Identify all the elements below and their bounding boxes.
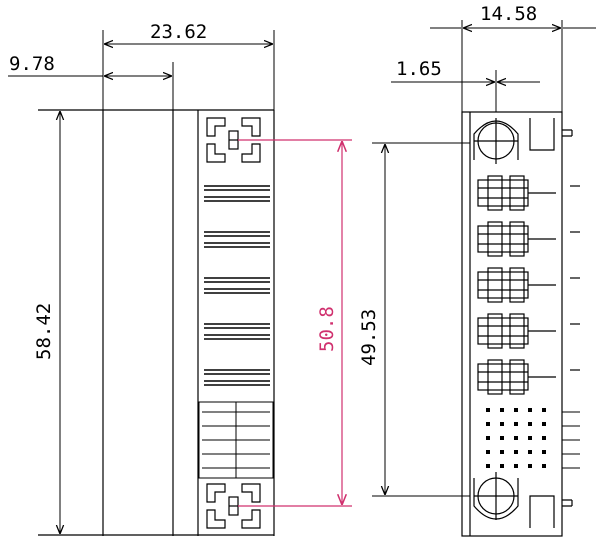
side-pitch-dimension <box>372 142 470 497</box>
front-view <box>38 109 275 536</box>
bottom-mounting-hole <box>206 483 261 529</box>
hole-pitch-dimension <box>238 139 352 507</box>
front-dimensions <box>8 30 275 534</box>
dim-side-hole-pitch: 49.53 <box>358 309 380 366</box>
dim-side-offset: 1.65 <box>396 58 442 80</box>
side-dimensions <box>391 20 596 112</box>
dim-side-depth: 14.58 <box>480 3 537 25</box>
power-slots <box>204 185 270 386</box>
side-view <box>461 111 573 537</box>
dim-overall-height: 58.42 <box>33 303 55 360</box>
side-signal-pins <box>486 408 546 468</box>
side-power-contacts <box>477 175 580 395</box>
top-mounting-hole <box>206 117 261 163</box>
signal-grid <box>198 401 274 479</box>
dim-mount-hole-pitch: 50.8 <box>316 306 338 352</box>
dim-overall-width: 23.62 <box>150 21 207 43</box>
side-signal-tails <box>562 411 580 469</box>
dim-offset-width: 9.78 <box>9 53 55 75</box>
